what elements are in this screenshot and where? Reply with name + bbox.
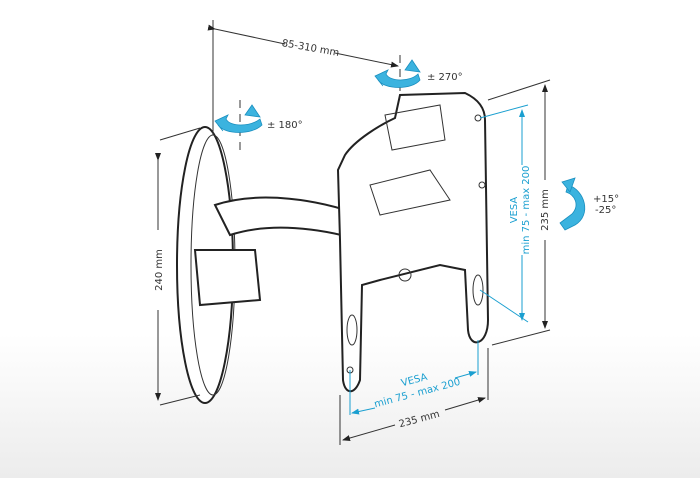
vesa-vertical-range: min 75 - max 200	[521, 166, 532, 255]
plate-height-label: 235 mm	[540, 189, 551, 231]
wall-swivel-label: ± 180°	[267, 120, 303, 131]
tilt-down-label: -25°	[595, 205, 616, 216]
tv-plate	[336, 91, 490, 393]
tilt-arrow-icon	[559, 177, 586, 231]
wall-plate-height-label: 240 mm	[154, 249, 165, 291]
wall-plate	[176, 126, 262, 404]
arm-swivel-label: ± 270°	[427, 72, 463, 83]
rotate-arrow-icon	[374, 59, 421, 88]
tilt-up-label: +15°	[593, 194, 619, 205]
plate-width-label: 235 mm	[398, 409, 441, 430]
rotate-arrow-icon	[214, 104, 263, 133]
vesa-vertical-title: VESA	[509, 197, 520, 224]
arm-length-label: 85-310 mm	[281, 38, 340, 59]
